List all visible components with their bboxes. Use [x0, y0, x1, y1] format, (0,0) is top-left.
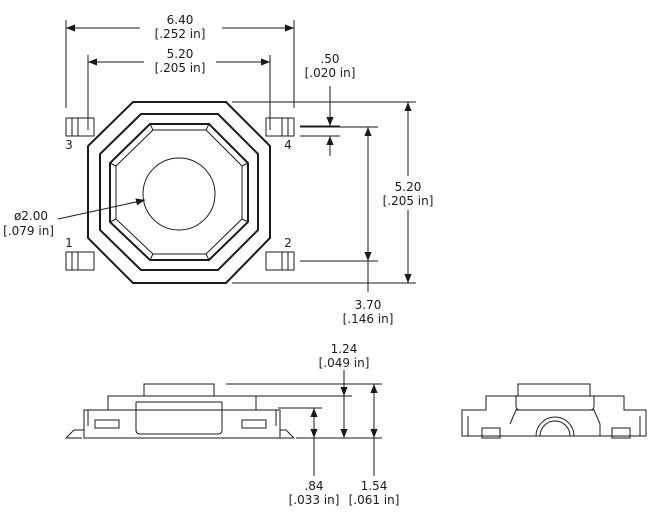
dim-body-height-mm: 5.20	[395, 180, 422, 194]
pin-label-3: 3	[65, 138, 73, 152]
actuator-button	[142, 157, 216, 231]
dim-body-height: 5.20 [.205 in]	[232, 101, 434, 284]
dim-overall-width: 6.40 [.252 in]	[65, 13, 295, 108]
dim-side-body-height-mm: .84	[304, 479, 323, 493]
end-view	[461, 383, 647, 439]
side-view: 1.24 [.049 in] .84 [.033 in] 1.54 [.061 …	[65, 342, 400, 507]
end-center-bump	[509, 409, 601, 436]
pin-3	[65, 117, 95, 137]
pin-2	[265, 251, 295, 271]
dim-body-height-in: [.205 in]	[383, 194, 434, 208]
dim-side-total-height-mm: 1.24	[331, 342, 358, 356]
dim-body-width-mm: 5.20	[167, 47, 194, 61]
side-pin-right	[241, 419, 267, 429]
dim-actuator-diameter-in: [.079 in]	[3, 224, 54, 238]
dim-body-width-in: [.205 in]	[155, 61, 206, 75]
top-view: 3 4 1 2 6.40 [.252 in] 5.20 [.205 in]	[3, 13, 433, 326]
dim-side-total-height-in: [.049 in]	[319, 356, 370, 370]
dim-overall-width-in: [.252 in]	[155, 27, 206, 41]
dim-side-body-height-in: [.033 in]	[289, 493, 340, 507]
dim-overall-width-mm: 6.40	[167, 13, 194, 27]
dim-pin-thickness: .50 [.020 in]	[300, 52, 355, 156]
side-pin-left	[94, 419, 120, 429]
end-housing	[461, 395, 647, 437]
pin-label-1: 1	[65, 236, 73, 250]
dim-body-width: 5.20 [.205 in]	[87, 47, 271, 130]
dim-pin-pitch-in: [.146 in]	[343, 312, 394, 326]
dim-actuator-diameter: ø2.00 [.079 in]	[3, 198, 146, 238]
dim-pin-pitch-mm: 3.70	[355, 298, 382, 312]
pin-1	[65, 251, 95, 271]
pin-label-4: 4	[284, 138, 292, 152]
dim-actuator-diameter-mm: ø2.00	[14, 209, 48, 223]
dim-side-overall-height-mm: 1.54	[361, 479, 388, 493]
switch-body-outline	[87, 101, 271, 284]
pin-label-2: 2	[284, 236, 292, 250]
dim-pin-pitch: 3.70 [.146 in]	[300, 126, 394, 326]
end-pin-right	[611, 427, 631, 439]
dim-pin-thickness-mm: .50	[320, 52, 339, 66]
side-center-block	[135, 402, 223, 435]
side-housing	[87, 395, 277, 426]
pin-4	[265, 117, 295, 137]
side-plunger	[143, 383, 215, 397]
dim-side-overall-height-in: [.061 in]	[349, 493, 400, 507]
end-pin-left	[481, 427, 501, 439]
dim-pin-thickness-in: [.020 in]	[305, 66, 356, 80]
end-plunger	[517, 383, 591, 397]
switch-body-inner	[99, 113, 259, 271]
